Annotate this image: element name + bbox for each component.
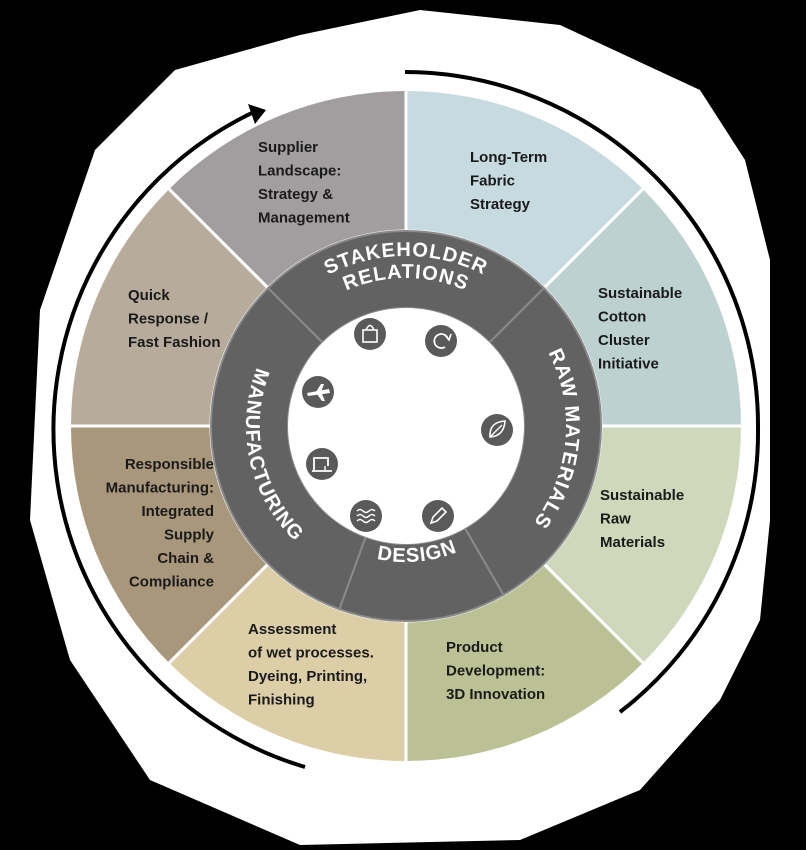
cycle-arrow-right [404,70,761,714]
fabric-icon [350,500,382,532]
airplane-icon [302,376,334,408]
cycle-arrows [51,70,761,769]
recycle-icon [425,325,457,357]
cycle-arrow-left [51,108,306,769]
shopping-bag-icon [354,318,386,350]
center-hub [288,308,524,544]
inner-ring [210,230,602,622]
pencil-icon [422,500,454,532]
leaf-icon [481,414,513,446]
sewing-machine-icon [306,448,338,480]
center-icons [302,318,513,532]
ring-section-stakeholder-relations [266,230,546,344]
arrowhead-left-icon [248,104,266,124]
